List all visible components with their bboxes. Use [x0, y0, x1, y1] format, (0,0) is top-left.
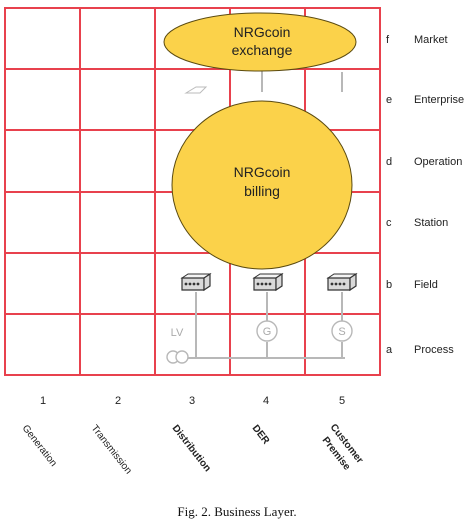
domain-number: 4 — [263, 395, 269, 407]
zone-label: Station — [414, 217, 448, 229]
nrgcoin-billing-bubble: NRGcoin billing — [171, 100, 353, 270]
zone-label: Market — [414, 34, 448, 46]
zone-letter: f — [386, 34, 390, 46]
domain-numbers: 1 2 3 4 5 — [40, 395, 345, 407]
smart-grid-plane-grid — [4, 7, 381, 376]
field-device-icon — [180, 272, 212, 292]
market-device-icon — [184, 86, 208, 94]
domain-number: 2 — [115, 395, 121, 407]
billing-circle — [171, 100, 353, 270]
field-devices — [180, 272, 358, 292]
field-device-icon — [326, 272, 358, 292]
storage-label: S — [338, 326, 345, 338]
zone-label: Enterprise — [414, 94, 464, 106]
exchange-ellipse — [163, 12, 357, 72]
zone-label: Process — [414, 344, 454, 356]
domain-name-der: DER — [250, 423, 272, 447]
exchange-line2: exchange — [232, 42, 293, 58]
zone-letter: b — [386, 279, 392, 291]
process-connectors — [186, 292, 345, 359]
domain-name-transmission: Transmission — [89, 423, 134, 476]
domain-names: Generation Transmission Distribution DER… — [20, 422, 365, 476]
domain-number: 3 — [189, 395, 195, 407]
zone-letter: e — [386, 94, 392, 106]
billing-line2: billing — [244, 183, 280, 199]
zone-label: Operation — [414, 156, 462, 168]
zone-label: Field — [414, 279, 438, 291]
domain-number: 5 — [339, 395, 345, 407]
zone-letter: c — [386, 217, 392, 229]
figure-caption: Fig. 2. Business Layer. — [177, 504, 296, 519]
background-connectors — [184, 70, 343, 94]
lv-label: LV — [171, 327, 184, 339]
exchange-line1: NRGcoin — [234, 24, 291, 40]
billing-line1: NRGcoin — [234, 164, 291, 180]
zone-labels: f Market e Enterprise d Operation c Stat… — [386, 34, 464, 356]
domain-name-generation: Generation — [20, 423, 59, 469]
transformer-icon — [166, 350, 189, 364]
process-nodes: LV G S — [166, 320, 353, 364]
generator-node — [256, 320, 278, 342]
domain-number: 1 — [40, 395, 46, 407]
field-device-icon — [252, 272, 284, 292]
nrgcoin-exchange-bubble: NRGcoin exchange — [163, 12, 357, 72]
domain-name-distribution: Distribution — [170, 423, 213, 474]
zone-letter: d — [386, 156, 392, 168]
zone-letter: a — [386, 344, 393, 356]
storage-node — [331, 320, 353, 342]
generator-label: G — [263, 326, 272, 338]
